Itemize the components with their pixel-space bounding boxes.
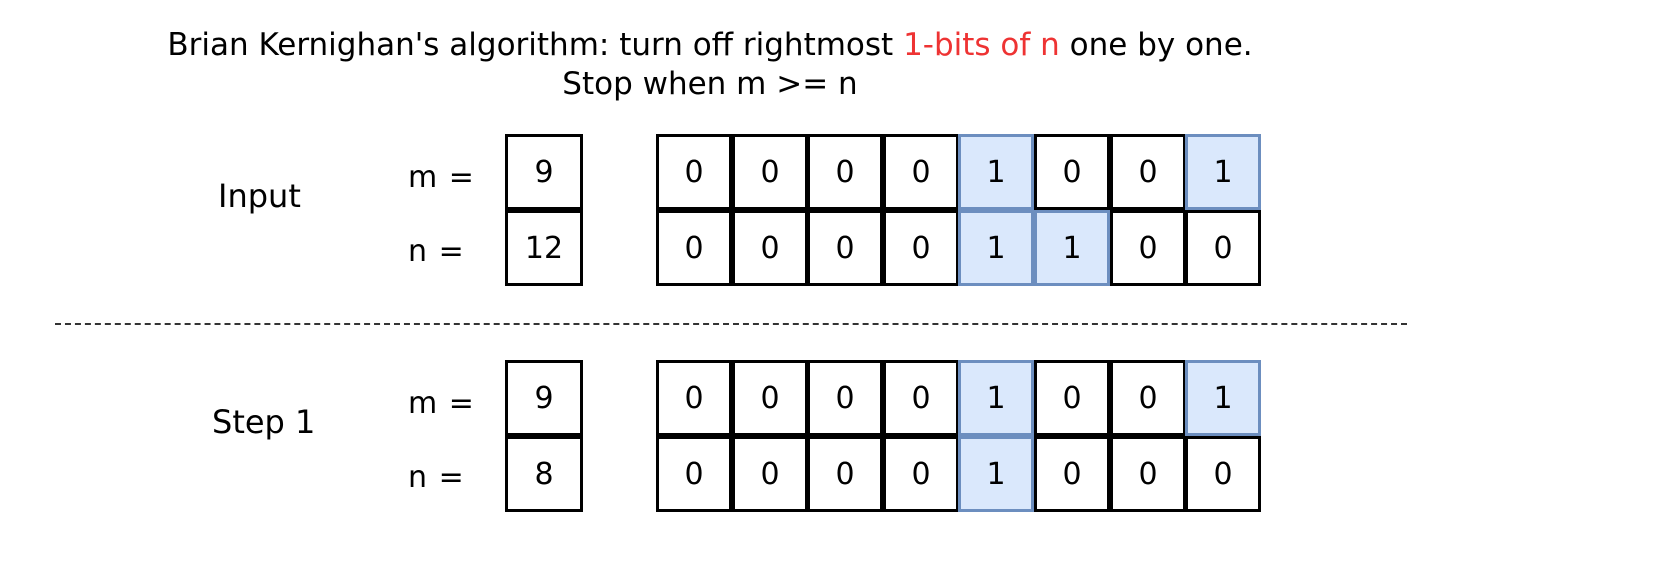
decimal-cell-m: 9 xyxy=(505,134,583,210)
bit-cell: 0 xyxy=(883,210,959,286)
bit-cell: 0 xyxy=(1185,210,1261,286)
bit-cell: 0 xyxy=(1110,134,1186,210)
bit-cell: 0 xyxy=(732,436,808,512)
diagram-subtitle: Stop when m >= n xyxy=(562,66,858,102)
section-input: Input m = n = 9 12 xyxy=(0,0,1664,286)
diagram-title: Brian Kernighan's algorithm: turn off ri… xyxy=(0,25,1420,65)
bit-cell: 1 xyxy=(1185,360,1261,436)
step-label: Input xyxy=(218,177,301,215)
row-eq: = xyxy=(448,386,474,421)
bit-cell: 0 xyxy=(1110,360,1186,436)
section-divider xyxy=(55,323,1407,325)
bit-cell: 0 xyxy=(656,210,732,286)
title-suffix: one by one. xyxy=(1059,27,1253,63)
bit-cell: 0 xyxy=(732,360,808,436)
row-label-n: n = xyxy=(408,232,464,272)
bit-cell: 0 xyxy=(807,436,883,512)
row-var: m xyxy=(408,160,438,195)
bit-cell: 1 xyxy=(958,134,1034,210)
decimal-cell-m: 9 xyxy=(505,360,583,436)
bit-cell: 0 xyxy=(656,436,732,512)
bit-cell: 1 xyxy=(958,210,1034,286)
bit-cell: 0 xyxy=(732,134,808,210)
bit-cell: 0 xyxy=(1034,134,1110,210)
row-label-m: m = xyxy=(408,384,474,424)
bit-cell: 0 xyxy=(1185,436,1261,512)
bit-cell: 1 xyxy=(958,360,1034,436)
row-eq: = xyxy=(448,160,474,195)
row-var: n xyxy=(408,460,428,495)
bit-cell: 0 xyxy=(732,210,808,286)
bit-cell: 1 xyxy=(1185,134,1261,210)
bit-cell: 0 xyxy=(656,360,732,436)
bit-cell: 1 xyxy=(1034,210,1110,286)
row-eq: = xyxy=(438,234,464,269)
bit-cell: 0 xyxy=(807,210,883,286)
row-var: n xyxy=(408,234,428,269)
bit-cell: 0 xyxy=(1110,436,1186,512)
decimal-cell-n: 12 xyxy=(505,210,583,286)
section-step-1: Step 1 m = n = 9 8 xyxy=(0,0,1664,512)
bit-cell: 0 xyxy=(1034,436,1110,512)
bit-cell: 0 xyxy=(1110,210,1186,286)
step-label: Step 1 xyxy=(212,403,316,441)
bit-cell: 0 xyxy=(883,436,959,512)
title-prefix: Brian Kernighan's algorithm: turn off ri… xyxy=(167,27,904,63)
row-label-m: m = xyxy=(408,158,474,198)
title-highlight: 1-bits of n xyxy=(903,27,1060,63)
bit-cell: 0 xyxy=(807,360,883,436)
row-eq: = xyxy=(438,460,464,495)
decimal-cell-n: 8 xyxy=(505,436,583,512)
bit-cell: 1 xyxy=(958,436,1034,512)
row-label-n: n = xyxy=(408,458,464,498)
bit-cell: 0 xyxy=(807,134,883,210)
row-var: m xyxy=(408,386,438,421)
bit-cell: 0 xyxy=(883,134,959,210)
bit-cell: 0 xyxy=(656,134,732,210)
bit-cell: 0 xyxy=(883,360,959,436)
bit-cell: 0 xyxy=(1034,360,1110,436)
